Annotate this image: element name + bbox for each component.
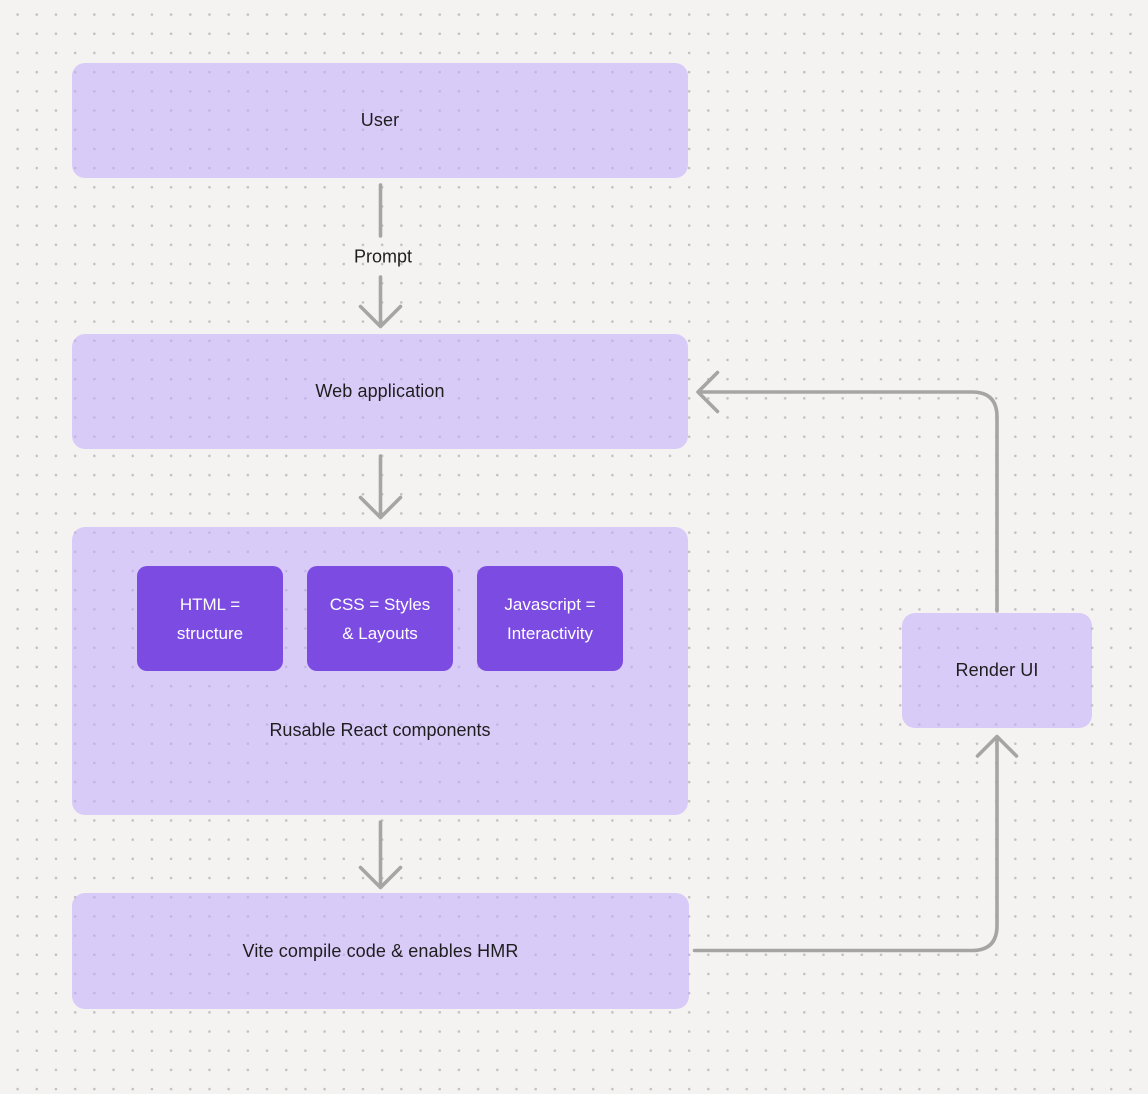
node-web-application-label: Web application — [315, 381, 445, 401]
node-web-application[interactable]: Web application — [72, 334, 688, 449]
node-render-ui[interactable]: Render UI — [902, 613, 1092, 728]
node-vite-label: Vite compile code & enables HMR — [242, 940, 519, 961]
edge-components-to-vite-arrow — [358, 820, 403, 890]
subnode-html[interactable]: HTML = structure — [137, 566, 283, 671]
edge-vite-to-renderui-arrow — [692, 734, 1019, 953]
node-user-label: User — [360, 110, 400, 130]
components-caption: Rusable React components — [269, 720, 491, 740]
node-render-ui-label: Render UI — [955, 660, 1039, 680]
subnode-javascript-label: Javascript = Interactivity — [504, 594, 596, 643]
subnode-css-label: CSS = Styles & Layouts — [329, 594, 431, 643]
subnode-css[interactable]: CSS = Styles & Layouts — [307, 566, 453, 671]
edge-label-prompt: Prompt — [353, 246, 413, 267]
node-user[interactable]: User — [72, 63, 688, 178]
subnode-javascript[interactable]: Javascript = Interactivity — [477, 566, 623, 671]
node-vite[interactable]: Vite compile code & enables HMR — [72, 893, 689, 1009]
edge-renderui-to-webapp-arrow — [696, 370, 999, 613]
edge-prompt-to-webapp-arrow — [358, 275, 403, 329]
edge-webapp-to-components-arrow — [358, 454, 403, 520]
subnode-html-label: HTML = structure — [176, 594, 244, 643]
